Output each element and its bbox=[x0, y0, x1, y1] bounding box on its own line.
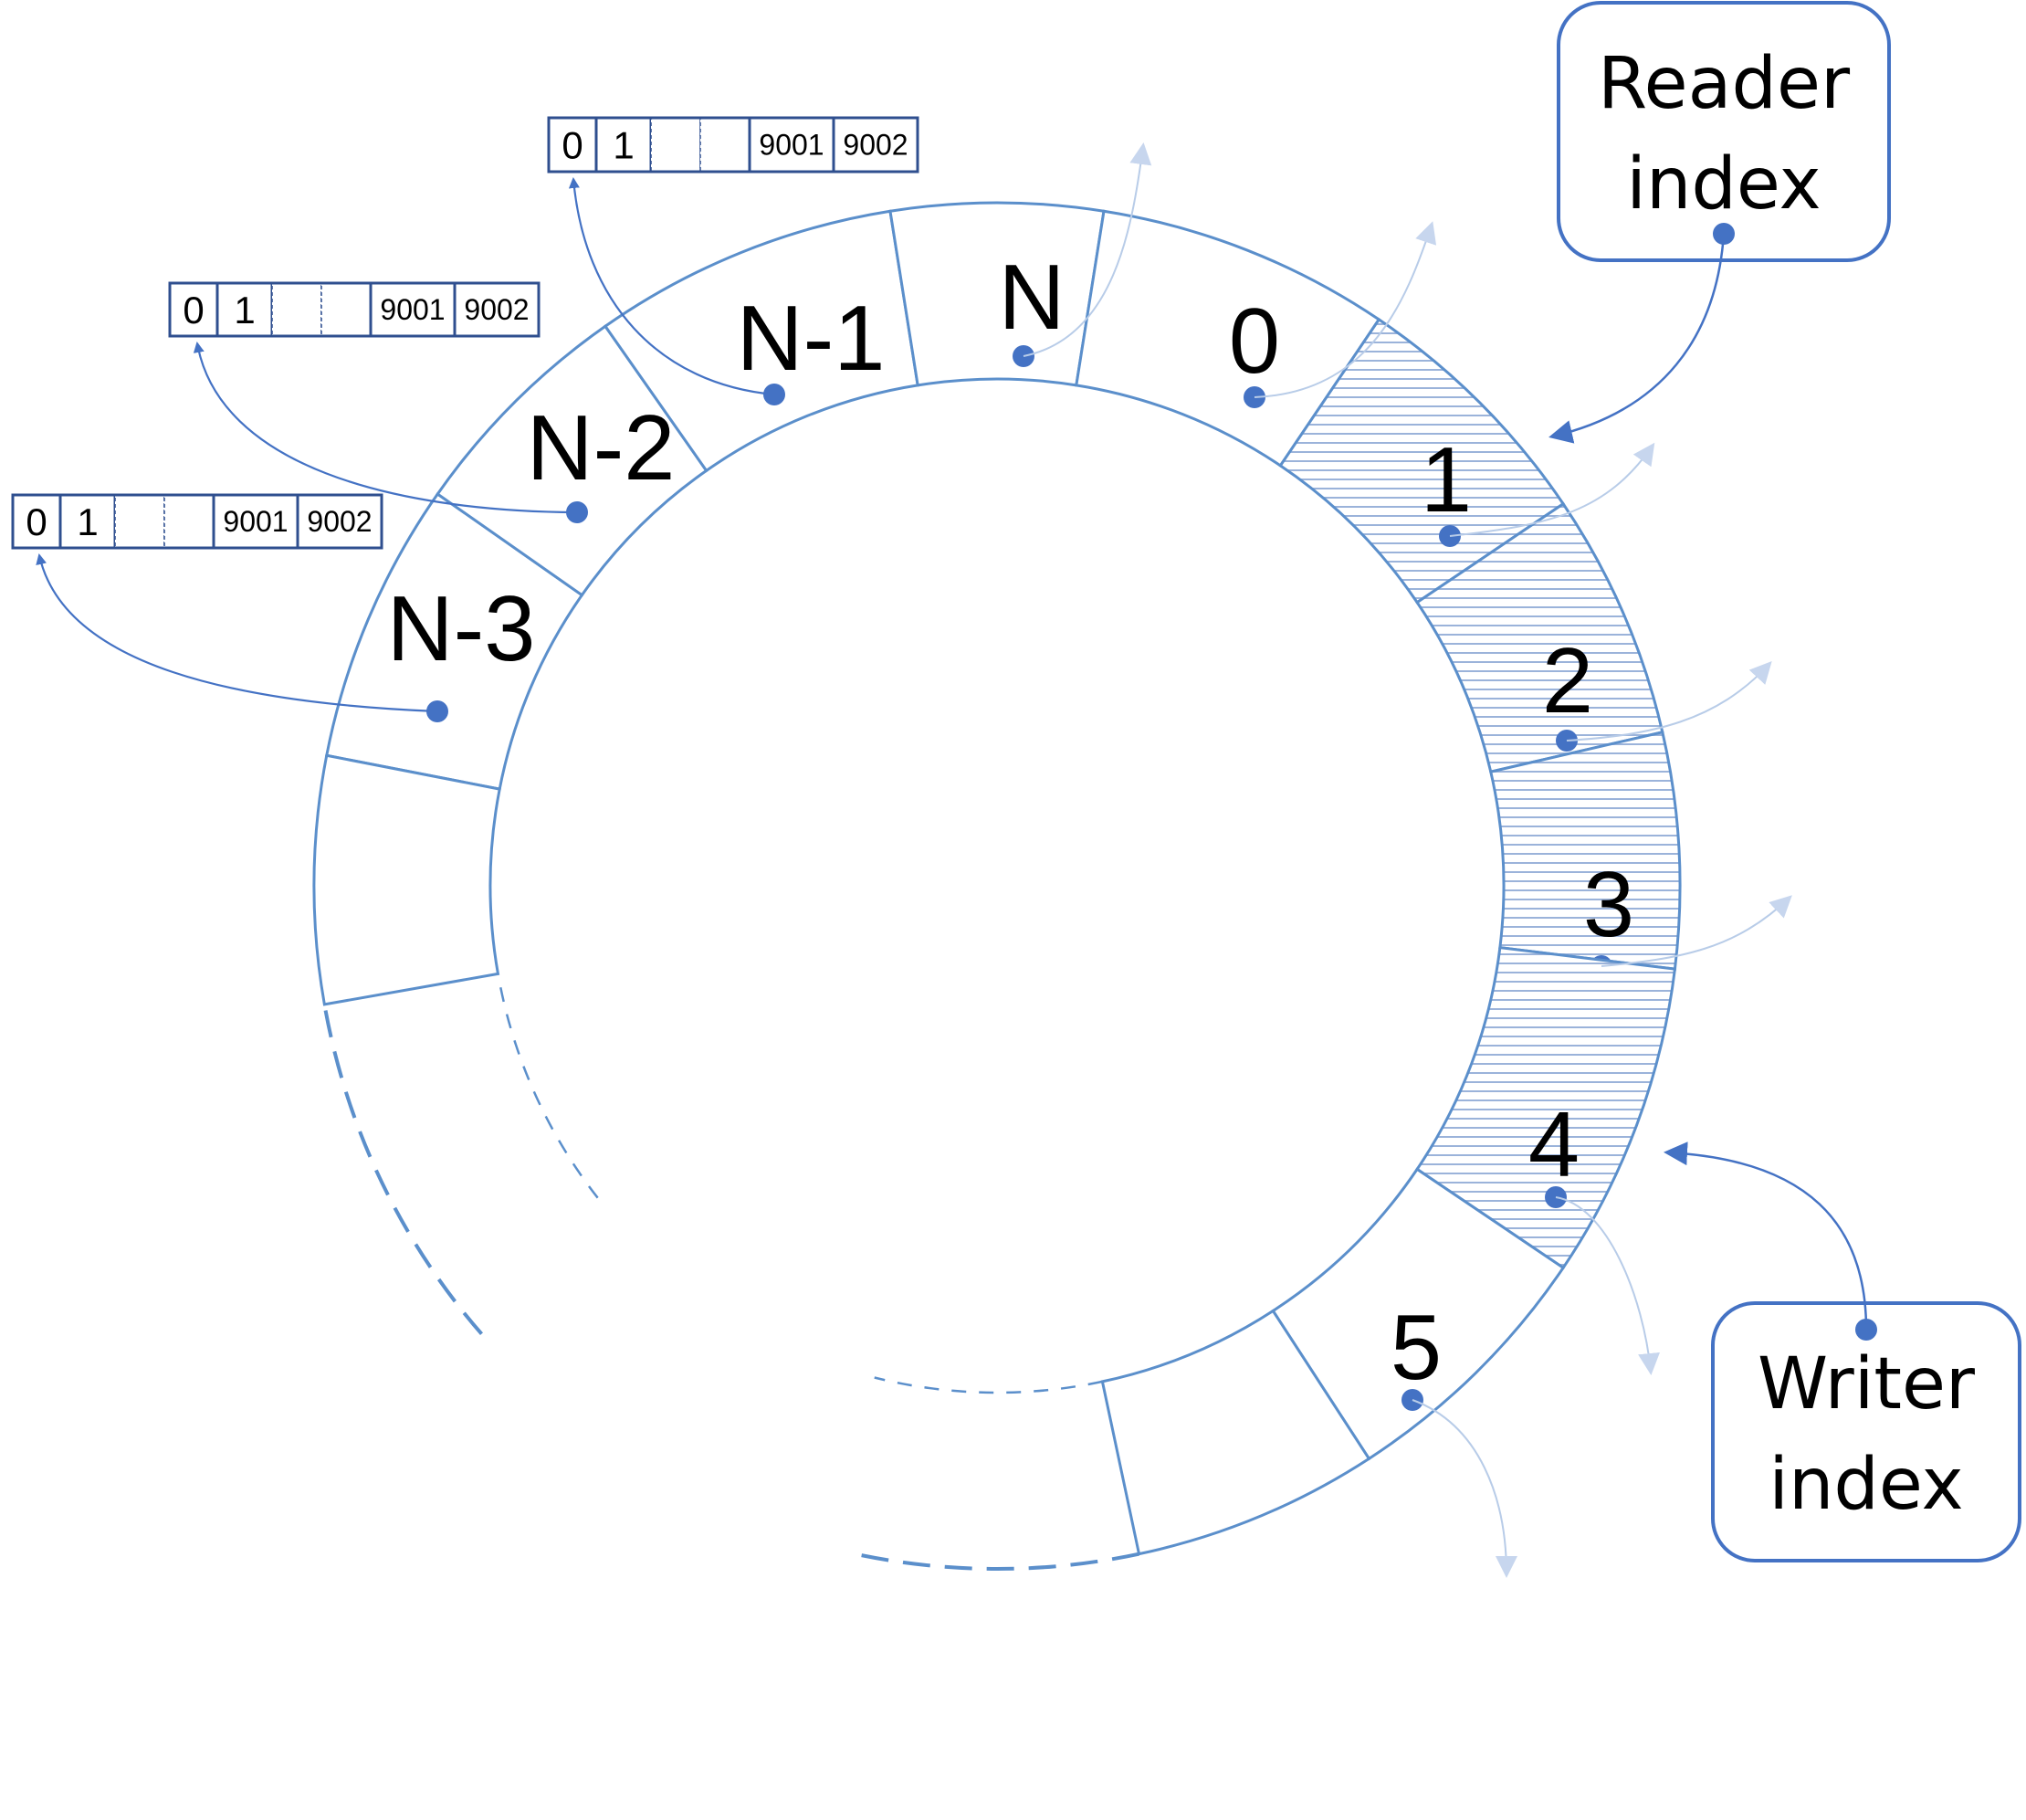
buffer-cell bbox=[748, 116, 835, 174]
buffer-cell-value: 0 bbox=[183, 289, 204, 331]
segment-label-3: 3 bbox=[1583, 854, 1634, 956]
buffer-cell-value: 9002 bbox=[464, 293, 529, 326]
segment-label-5: 5 bbox=[1391, 1297, 1442, 1399]
outer-dashed-left bbox=[322, 1004, 483, 1336]
buffer-cell-value: 1 bbox=[77, 500, 98, 543]
buffer-cell bbox=[271, 282, 322, 337]
writer-index-line1: Writer bbox=[1758, 1343, 1976, 1425]
buffer-cell-value: 0 bbox=[26, 500, 47, 543]
pointer-n-faded bbox=[1023, 142, 1152, 357]
buffer-cell-value: 9002 bbox=[307, 505, 372, 538]
ring-segment-n bbox=[888, 201, 1106, 387]
outer-dashed-bottom bbox=[855, 1552, 1139, 1571]
reader-index-line1: Reader bbox=[1598, 43, 1851, 125]
buffer-frame bbox=[168, 281, 541, 338]
buffer-cell bbox=[650, 117, 701, 173]
reader-index-arrow bbox=[1548, 233, 1726, 444]
pointer-n3-to-buffer bbox=[36, 553, 438, 713]
buffer-cell bbox=[699, 117, 751, 173]
pointer-n1-to-buffer bbox=[568, 177, 775, 396]
ring-segment-empty-bottom bbox=[1100, 1309, 1371, 1556]
segment-label-0: 0 bbox=[1229, 290, 1280, 393]
pointer-1-faded bbox=[1449, 442, 1655, 537]
pointer-2-faded bbox=[1566, 661, 1772, 742]
buffer-frame bbox=[11, 493, 383, 550]
segment-label-n-1: N-1 bbox=[737, 288, 886, 390]
reader-index-line2: index bbox=[1626, 143, 1821, 226]
inner-dashed-bottom bbox=[874, 1376, 1103, 1394]
ring-continuation-dashes bbox=[322, 973, 1139, 1571]
segment-label-1: 1 bbox=[1421, 429, 1472, 531]
inner-dashed-left bbox=[497, 973, 599, 1199]
buffer-cell-value: 9001 bbox=[380, 293, 445, 326]
pointer-3-faded bbox=[1601, 895, 1792, 967]
pointer-5-faded bbox=[1412, 1399, 1517, 1578]
reader-index-box: Reader index bbox=[1557, 1, 1891, 262]
buffer-cell-value: 1 bbox=[613, 124, 634, 167]
buffer-cell bbox=[212, 493, 299, 550]
buffer-cell-value: 1 bbox=[234, 289, 255, 331]
ring-segment-empty-left bbox=[312, 753, 501, 1006]
ring-buffer: N-3 N-2 N-1 N 0 12 3 45 bbox=[312, 201, 1682, 1556]
pointer-4-faded bbox=[1555, 1196, 1660, 1375]
segment-label-4: 4 bbox=[1528, 1094, 1580, 1196]
buffer-cell bbox=[114, 494, 165, 549]
buffer-cell-value: 0 bbox=[562, 124, 583, 167]
pointer-n2-to-buffer bbox=[193, 342, 578, 514]
segment-label-n-3: N-3 bbox=[387, 578, 536, 680]
writer-index-box: Writer index bbox=[1711, 1301, 2021, 1562]
buffer-frame bbox=[547, 116, 919, 174]
segment-label-n-2: N-2 bbox=[527, 397, 676, 500]
writer-index-line2: index bbox=[1769, 1444, 1963, 1526]
buffer-cell bbox=[163, 494, 215, 549]
writer-index-arrow bbox=[1664, 1141, 1868, 1331]
buffer-cell-value: 9001 bbox=[759, 129, 824, 162]
buffer-cell-value: 9001 bbox=[223, 505, 288, 538]
slot-pointers bbox=[36, 142, 1792, 1578]
buffer-cell-value: 9002 bbox=[843, 129, 908, 162]
pointer-0-faded bbox=[1254, 221, 1437, 398]
segment-label-2: 2 bbox=[1542, 630, 1593, 732]
segment-label-n: N bbox=[999, 247, 1065, 349]
buffer-cell bbox=[320, 282, 372, 337]
